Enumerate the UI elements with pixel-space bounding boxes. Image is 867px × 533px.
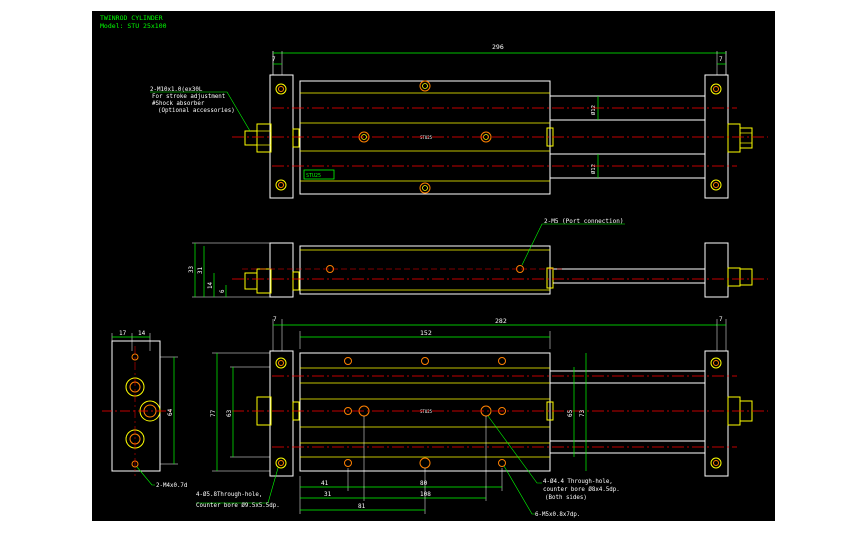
end-view: 17 14 64 2-M4x0.7d [102, 330, 187, 489]
side-dim-31: 31 [198, 267, 204, 274]
top-rod-dia-upper: Ø12 [590, 105, 597, 115]
top-note-line2: For stroke adjustment [152, 94, 225, 100]
bottom-note-left-2: Counter bore Ø9.5x5.5dp. [196, 502, 280, 509]
side-dim-6: 6 [220, 289, 226, 293]
top-plate-label: STU25 [306, 173, 321, 179]
bottom-dim-right-end: 7 [719, 316, 723, 323]
bottom-dim-80: 80 [420, 480, 428, 487]
cad-drawing: TWINROD CYLINDER Model: STU 25x100 296 7… [100, 14, 768, 518]
side-dim-33: 33 [189, 266, 195, 273]
end-note: 2-M4x0.7d [156, 483, 187, 489]
top-note-line3: #Shock absorber [152, 101, 205, 107]
bottom-note-right-1: 4-Ø4.4 Through-hole, [543, 478, 613, 485]
drawing-title: TWINROD CYLINDER [100, 14, 163, 22]
drawing-canvas: TWINROD CYLINDER Model: STU 25x100 296 7… [92, 11, 775, 521]
bottom-view: 7 282 7 152 STU25 [196, 316, 768, 518]
drawing-model: Model: STU 25x100 [100, 22, 167, 30]
bottom-dim-81: 81 [358, 503, 366, 510]
top-dim-overall: 296 [492, 43, 504, 51]
top-dim-left-end: 7 [272, 56, 276, 63]
bottom-note-bottom: 6-M5x0.8x7dp. [535, 512, 580, 518]
side-port-note: 2-M5 (Port connection) [544, 218, 623, 225]
top-note-line4: (Optional accessories) [158, 108, 235, 114]
top-note-line1: 2-M10x1.0(ex30L [150, 87, 203, 93]
bottom-dim-41: 41 [321, 480, 329, 487]
bottom-dim-stroke: 152 [420, 329, 432, 337]
bottom-dim-overall: 282 [495, 317, 507, 325]
end-dim-64: 64 [167, 408, 174, 416]
top-center-mark: STU25 [420, 135, 433, 140]
top-view: 296 7 7 STU25 STU25 [150, 43, 768, 199]
side-dim-14: 14 [208, 282, 214, 289]
bottom-dim-65: 65 [567, 409, 574, 417]
bottom-dim-31: 31 [324, 491, 332, 498]
bottom-dim-73: 73 [579, 409, 586, 417]
bottom-note-right-3: (Both sides) [545, 495, 587, 501]
bottom-dim-108: 108 [420, 491, 431, 498]
bottom-dim-left-end: 7 [273, 316, 277, 323]
top-dim-right-end: 7 [719, 56, 723, 63]
end-dim-14: 14 [138, 330, 146, 337]
bottom-note-left-1: 4-Ø5.8Through-hole, [196, 491, 262, 498]
bottom-note-right-2: counter bore Ø8x4.5dp. [543, 486, 620, 493]
end-dim-17: 17 [119, 330, 127, 337]
bottom-dim-77: 77 [210, 409, 217, 417]
bottom-dim-63: 63 [226, 409, 233, 417]
top-rod-dia-lower: Ø12 [590, 164, 597, 174]
side-view: 33 31 14 6 2-M5 (Port connection) [189, 218, 768, 298]
bottom-center-mark: STU25 [420, 409, 433, 414]
